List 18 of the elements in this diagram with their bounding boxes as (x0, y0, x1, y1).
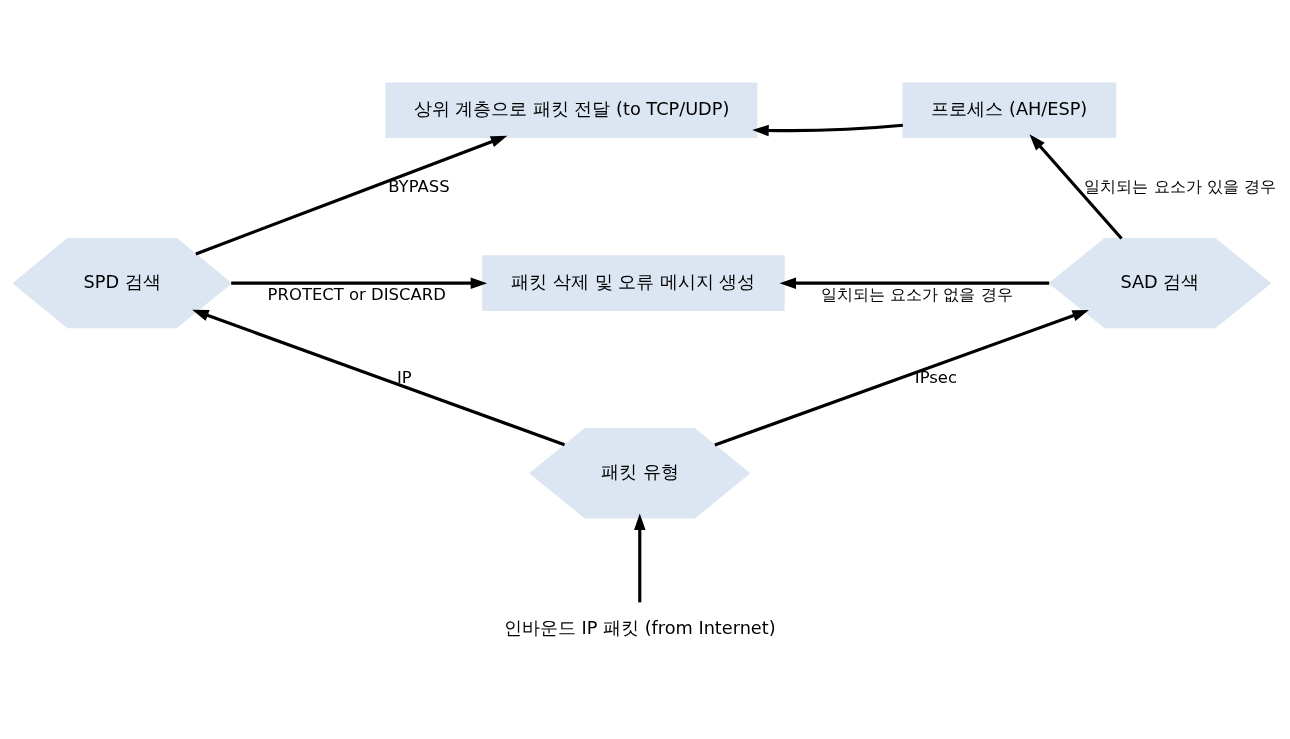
arrow (195, 135, 508, 255)
node-box: 프로세스 (AH/ESP) (902, 81, 1117, 138)
node-text: 인바운드 IP 패킷 (from Internet) (503, 617, 776, 638)
arrow (634, 513, 646, 602)
edge-label: 일치되는 요소가 있을 경우 (1084, 176, 1277, 196)
arrow (1029, 133, 1123, 240)
arrow (779, 276, 1050, 289)
node-box: 상위 계층으로 패킷 전달 (to TCP/UDP) (385, 81, 758, 138)
node-box: 패킷 삭제 및 오류 메시지 생성 (482, 254, 785, 311)
edge-label: 일치되는 요소가 없을 경우 (820, 284, 1013, 304)
arrow (192, 309, 566, 446)
edge-label: IP (396, 367, 412, 387)
edge-label: BYPASS (388, 176, 450, 196)
arrow (714, 309, 1089, 446)
edge-label: IPsec (914, 367, 958, 387)
arrow (752, 123, 904, 136)
edge-label: PROTECT or DISCARD (267, 284, 446, 304)
arrow (231, 276, 488, 289)
